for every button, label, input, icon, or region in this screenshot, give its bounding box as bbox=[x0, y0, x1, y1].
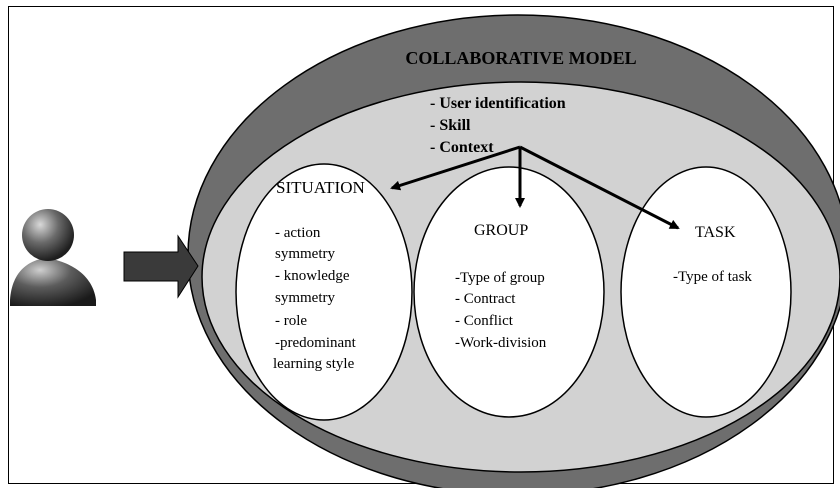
situation-item: - knowledge bbox=[275, 268, 350, 284]
context-connector-arrows bbox=[390, 145, 680, 230]
situation-item: - action bbox=[275, 225, 321, 241]
group-item: -Type of group bbox=[455, 270, 545, 286]
group-items: -Type of group - Contract - Conflict -Wo… bbox=[455, 270, 547, 351]
situation-item: symmetry bbox=[275, 246, 335, 262]
model-attribute-context: - Context bbox=[430, 139, 494, 156]
group-item: - Contract bbox=[455, 291, 516, 307]
user-icon bbox=[10, 209, 96, 306]
model-attribute-skill: - Skill bbox=[430, 117, 471, 134]
task-title: TASK bbox=[695, 224, 736, 241]
model-title: COLLABORATIVE MODEL bbox=[405, 48, 636, 68]
group-ellipse bbox=[413, 166, 605, 418]
task-item: -Type of task bbox=[673, 269, 752, 285]
group-item: - Conflict bbox=[455, 313, 514, 329]
situation-item: -predominant bbox=[275, 335, 357, 351]
situation-item: - role bbox=[275, 313, 307, 329]
situation-item: learning style bbox=[273, 356, 355, 372]
situation-ellipse bbox=[235, 163, 413, 421]
group-item: -Work-division bbox=[455, 335, 547, 351]
task-ellipse bbox=[620, 166, 792, 418]
group-title: GROUP bbox=[474, 222, 528, 239]
task-items: -Type of task bbox=[673, 269, 752, 285]
right-arrow-icon bbox=[123, 234, 199, 299]
situation-item: symmetry bbox=[275, 290, 335, 306]
situation-items: - action symmetry - knowledge symmetry -… bbox=[273, 225, 357, 372]
model-attribute-user-identification: - User identification bbox=[430, 95, 566, 112]
situation-title: SITUATION bbox=[276, 178, 365, 197]
